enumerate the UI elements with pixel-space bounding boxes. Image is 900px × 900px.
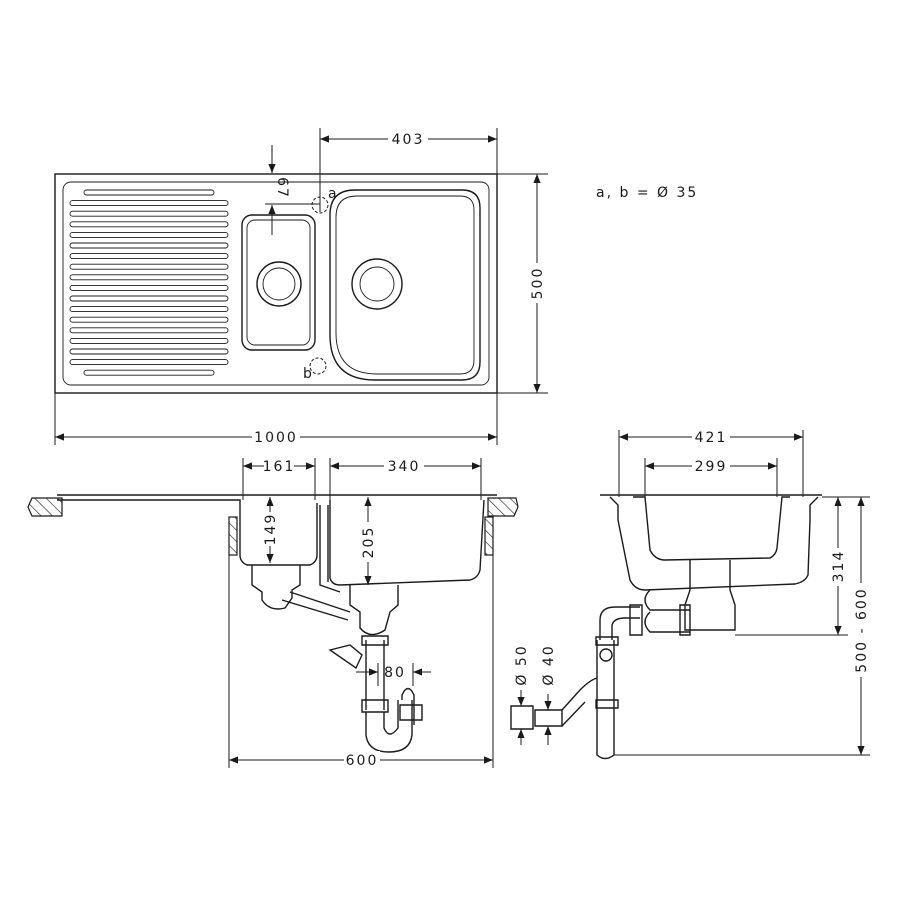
dim-tap-offset-x: 403 — [392, 132, 425, 148]
end-inner-bowl — [633, 496, 790, 561]
end-overflow — [599, 589, 691, 640]
dim-depth: 500 — [530, 267, 546, 300]
sink-outline — [54, 173, 498, 394]
drainer-groove — [83, 189, 215, 196]
dim-large-bowl-depth: 205 — [361, 526, 377, 559]
top-view: a b 403 67 500 1000 a, b = Ø 35 — [54, 128, 698, 446]
tailpiece — [361, 635, 389, 713]
dim-inner-width: 299 — [695, 459, 728, 475]
drainer-grooves — [69, 189, 229, 376]
dim-pipe-40: Ø 40 — [541, 644, 557, 685]
drainer-groove — [69, 274, 229, 281]
dim-pipe-50: Ø 50 — [514, 644, 530, 685]
dim-width: 1000 — [254, 430, 298, 446]
drainer-groove — [69, 200, 229, 207]
drainer-groove — [83, 369, 215, 376]
cabinet-wall-right — [484, 516, 494, 556]
small-bowl-drain-inner — [262, 267, 296, 301]
end-view: 421 299 314 500 - 600 Ø 50 Ø 40 — [510, 428, 870, 760]
small-bowl — [241, 214, 316, 351]
drainer-groove — [69, 316, 229, 323]
cabinet-wall-left — [228, 516, 238, 556]
dim-install-height: 500 - 600 — [854, 587, 870, 672]
appliance-connector — [328, 644, 363, 670]
dim-large-bowl-width: 340 — [388, 459, 421, 475]
drainer-groove — [69, 306, 229, 313]
tap-hole-b — [309, 357, 327, 375]
large-bowl-drain — [351, 258, 403, 310]
drainer-groove — [69, 221, 229, 228]
drainer-groove — [69, 359, 229, 366]
end-connector — [599, 648, 613, 662]
countertop-left — [27, 497, 63, 517]
dim-outer-width: 421 — [695, 430, 728, 446]
end-standpipe — [595, 636, 619, 760]
end-outer-bowl — [600, 494, 822, 591]
countertop-right — [487, 497, 519, 517]
large-bowl — [329, 189, 481, 381]
drainer-groove — [69, 337, 229, 344]
large-bowl-inner — [335, 195, 475, 375]
sink-inner-rim — [62, 181, 490, 386]
large-bowl-drain-inner — [359, 266, 395, 302]
drainer-groove — [69, 253, 229, 260]
end-waste-pipes — [510, 677, 598, 730]
p-trap — [365, 687, 423, 753]
end-strainer — [684, 560, 736, 631]
drainer-groove — [69, 348, 229, 355]
overflow-hose — [319, 505, 341, 593]
drainer-groove — [69, 295, 229, 302]
dim-cabinet-width: 600 — [346, 753, 379, 769]
tap-hole-legend: a, b = Ø 35 — [596, 185, 698, 201]
tap-hole-a-label: a — [328, 186, 339, 202]
overflow-pipe — [281, 591, 351, 621]
dim-trap-offset: 80 — [384, 665, 406, 681]
large-bowl-strainer — [349, 585, 399, 636]
drainer-groove — [69, 242, 229, 249]
side-view: 161 340 149 205 80 600 — [27, 457, 519, 769]
dim-small-bowl-width: 161 — [263, 459, 296, 475]
dim-tap-offset-y: 67 — [274, 177, 290, 199]
drainer-groove — [69, 284, 229, 291]
small-bowl-inner — [246, 219, 311, 346]
sink-profile — [57, 494, 497, 586]
small-bowl-strainer — [251, 565, 301, 610]
small-bowl-drain — [256, 261, 302, 307]
drainer-groove — [69, 231, 229, 238]
dim-drain-height: 314 — [831, 550, 847, 583]
drainer-groove — [69, 327, 229, 334]
tap-hole-b-label: b — [303, 366, 314, 382]
dim-small-bowl-depth: 149 — [263, 513, 279, 546]
drainer-groove — [69, 210, 229, 217]
drainer-groove — [69, 263, 229, 270]
